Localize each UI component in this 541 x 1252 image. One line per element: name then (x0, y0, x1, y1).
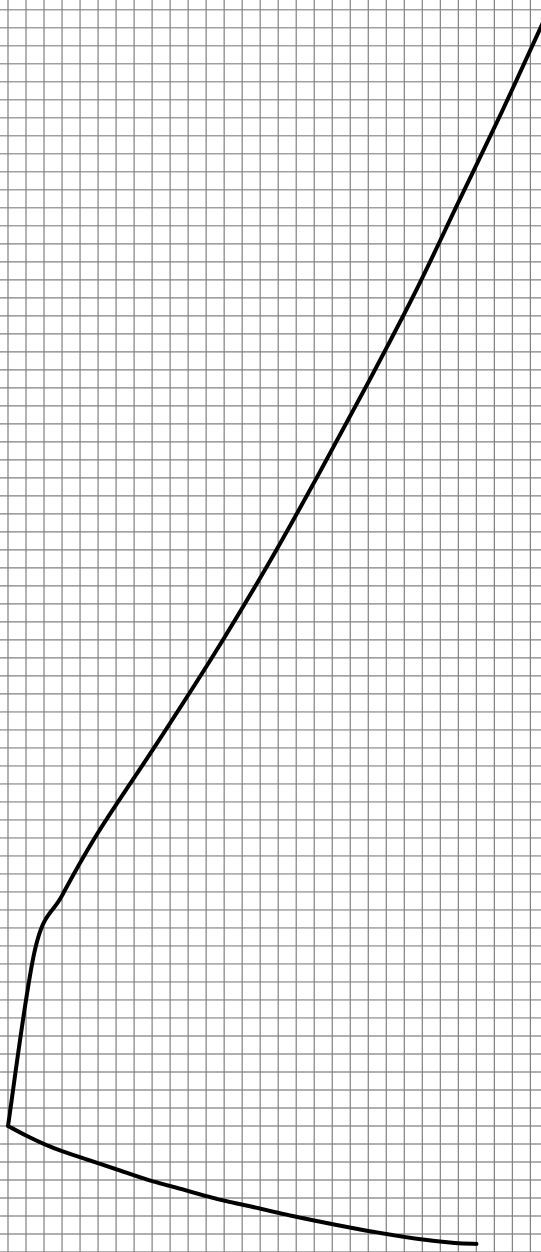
series-line-0 (6, 21, 541, 1246)
series-group (6, 21, 541, 1246)
